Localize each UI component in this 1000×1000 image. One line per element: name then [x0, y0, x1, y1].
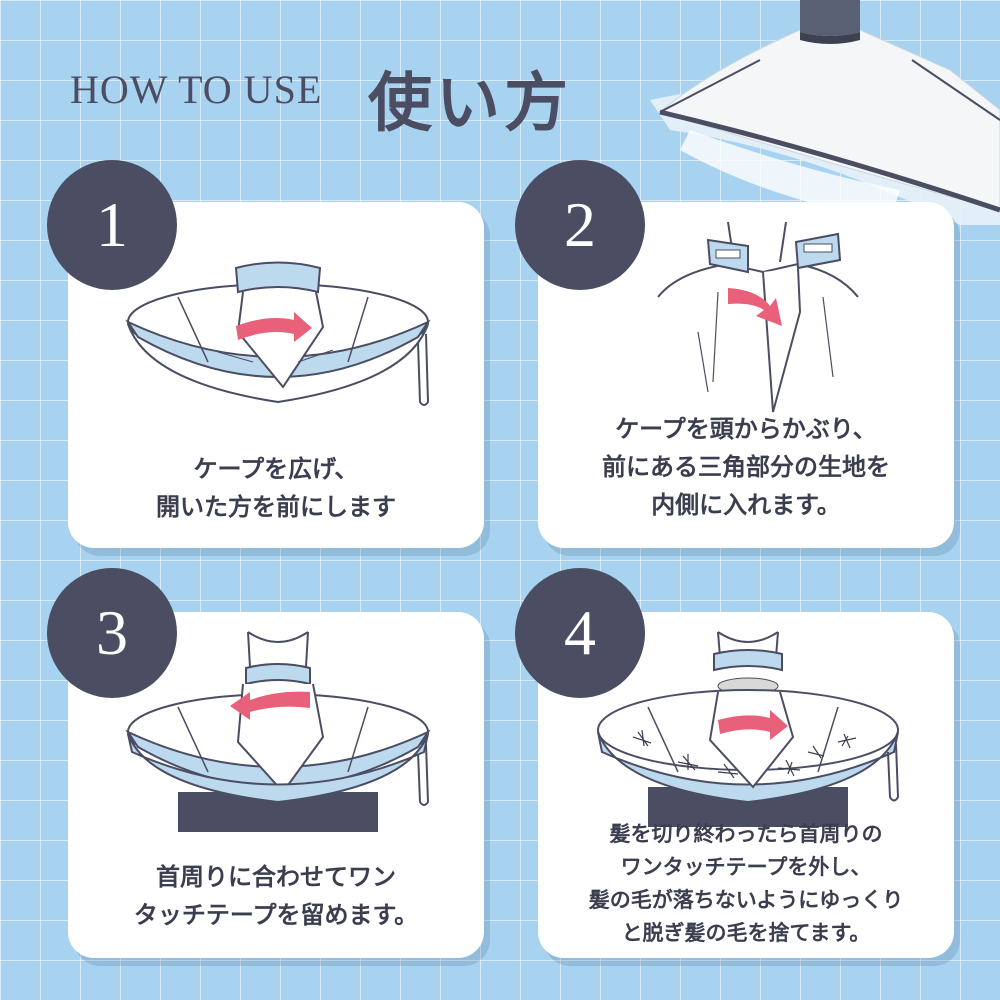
step-4-caption: 髪を切り終わったら首周りの ワンタッチテープを外し、 髪の毛が落ちないようにゆっ… [588, 822, 904, 945]
hair-clippings-icon [632, 729, 857, 779]
step-4-illustration [597, 631, 900, 827]
step-2-badge: 2 [515, 160, 645, 290]
step-1-badge: 1 [47, 160, 177, 290]
step-2-illustration [657, 221, 859, 413]
step-1-card: ケープを広げ、 開いた方を前にします [68, 202, 484, 548]
step-3-illustration [125, 631, 431, 832]
page-title-en: HOW TO USE [70, 67, 323, 112]
step-3-badge: 3 [47, 568, 177, 698]
step-1-illustration [125, 261, 431, 406]
step-1-caption: ケープを広げ、 開いた方を前にします [156, 455, 396, 521]
step-2-caption: ケープを頭からかぶり、 前にある三角部分の生地を 内側に入れます。 [602, 415, 890, 519]
cape-product-image [650, 0, 1000, 225]
arrow-icon [236, 312, 312, 342]
arrow-icon [728, 288, 782, 326]
page-title-ja: 使い方 [368, 67, 572, 141]
step-3-card: 首周りに合わせてワン タッチテープを留めます。 [68, 612, 484, 958]
step-3-caption: 首周りに合わせてワン タッチテープを留めます。 [133, 863, 419, 929]
arrow-icon [230, 691, 310, 720]
step-4-badge: 4 [515, 568, 645, 698]
arrow-icon [718, 710, 788, 740]
